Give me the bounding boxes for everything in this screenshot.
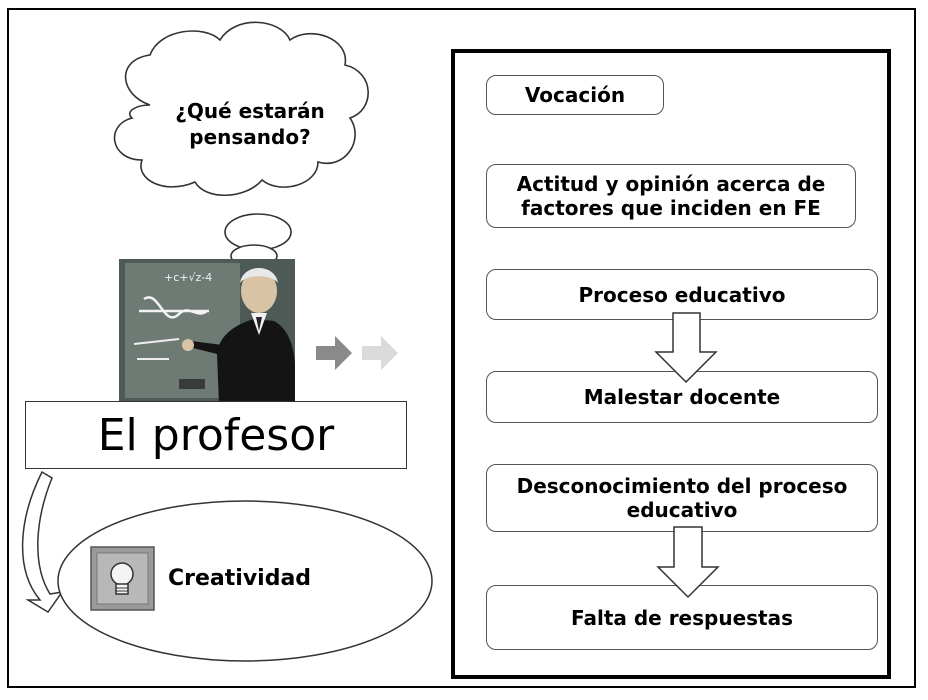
flow-box-proceso-educativo: Proceso educativo [486, 269, 878, 320]
thought-bubble-text: ¿Qué estarán pensando? [175, 99, 325, 149]
flow-box-desconocimiento: Desconocimiento del proceso educativo [486, 464, 878, 532]
flow-box-malestar-docente: Malestar docente [486, 371, 878, 423]
board-text: +c+√z-4 [164, 271, 212, 284]
flow-box-vocacion: Vocación [486, 75, 664, 115]
teacher-label-box: El profesor [25, 401, 407, 469]
creativity-label: Creatividad [168, 566, 312, 591]
flow-box-falta-respuestas: Falta de respuestas [486, 585, 878, 650]
teacher-image: +c+√z-4 [119, 259, 295, 404]
flow-box-actitud: Actitud y opinión acerca de factores que… [486, 164, 856, 228]
